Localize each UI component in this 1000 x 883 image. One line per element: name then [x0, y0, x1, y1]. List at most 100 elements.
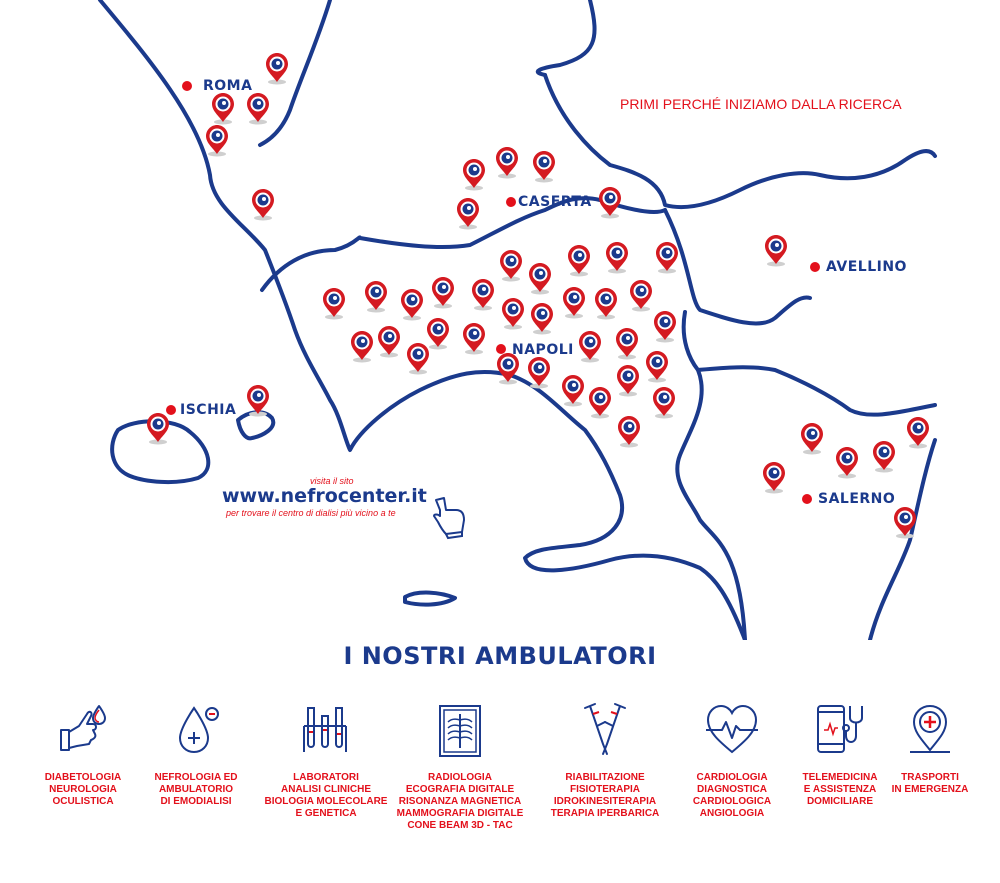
capri-island [403, 590, 457, 607]
service-line: RIABILITAZIONE [565, 772, 645, 783]
service-line: RISONANZA MAGNETICA [398, 796, 522, 807]
city-dot-avellino [810, 262, 820, 272]
service-line: TERAPIA IPERBARICA [550, 808, 660, 819]
service-line: LABORATORI [293, 772, 359, 783]
location-pin-icon [618, 416, 640, 448]
service-lines: RADIOLOGIA ECOGRAFIA DIGITALE RISONANZA … [390, 772, 530, 832]
city-label-avellino: AVELLINO [826, 259, 907, 275]
location-pin-icon [432, 277, 454, 309]
city-dot-roma [182, 81, 192, 91]
location-pin-icon [595, 288, 617, 320]
service-telemedicine: TELEMEDICINA E ASSISTENZA DOMICILIARE [770, 700, 910, 807]
service-cardiology: CARDIOLOGIA DIAGNOSTICA CARDIOLOGICA ANG… [662, 700, 802, 819]
location-pin-icon [407, 343, 429, 375]
service-line: CARDIOLOGIA [696, 772, 768, 783]
service-lines: RIABILITAZIONE FISIOTERAPIA IDROKINESITE… [535, 772, 675, 820]
city-dot-caserta [506, 197, 516, 207]
location-pin-icon [653, 387, 675, 419]
crutches-icon [584, 703, 626, 755]
service-line: MAMMOGRAFIA DIGITALE [396, 808, 524, 819]
service-laboratory: LABORATORI ANALISI CLINICHE BIOLOGIA MOL… [256, 700, 396, 819]
location-pin-icon [463, 159, 485, 191]
diabetes-hand-drop-icon [60, 705, 106, 751]
service-line: DIABETOLOGIA [44, 772, 122, 783]
service-line: CONE BEAM 3D - TAC [407, 820, 513, 831]
city-dot-napoli [496, 344, 506, 354]
location-pin-icon [562, 375, 584, 407]
location-pin-icon [502, 298, 524, 330]
location-pin-icon [630, 280, 652, 312]
location-pin-icon [533, 151, 555, 183]
location-pin-icon [801, 423, 823, 455]
location-pin-icon [894, 507, 916, 539]
service-line: DOMICILIARE [806, 796, 874, 807]
border-lazio-north [258, 0, 332, 147]
city-dot-salerno [802, 494, 812, 504]
region-map [98, 0, 937, 640]
location-pin-icon [365, 281, 387, 313]
border-upper [535, 0, 597, 77]
test-tubes-icon [303, 707, 347, 752]
service-line: AMBULATORIO [158, 784, 234, 795]
service-line: OCULISTICA [52, 796, 114, 807]
website-link[interactable]: www.nefrocenter.it [222, 485, 427, 507]
service-line: BIOLOGIA MOLECOLARE [264, 796, 388, 807]
location-pins [147, 53, 929, 539]
location-pin-icon [497, 353, 519, 385]
service-lines: NEFROLOGIA ED AMBULATORIO DI EMODIALISI [126, 772, 266, 808]
service-line: FISIOTERAPIA [569, 784, 640, 795]
location-pin-icon [266, 53, 288, 85]
location-pin-icon [378, 326, 400, 358]
location-pin-icon [656, 242, 678, 274]
location-cross-icon [910, 704, 950, 753]
location-pin-icon [206, 125, 228, 157]
location-pin-icon [568, 245, 590, 277]
location-pin-icon [528, 357, 550, 389]
service-lines: DIABETOLOGIA NEUROLOGIA OCULISTICA [13, 772, 153, 808]
location-pin-icon [563, 287, 585, 319]
city-label-napoli: NAPOLI [512, 342, 574, 358]
service-rehabilitation: RIABILITAZIONE FISIOTERAPIA IDROKINESITE… [535, 700, 675, 819]
location-pin-icon [616, 328, 638, 360]
location-pin-icon [457, 198, 479, 230]
location-pin-icon [252, 189, 274, 221]
border-caserta-north [543, 73, 937, 210]
border-salerno [675, 368, 747, 640]
section-title: I NOSTRI AMBULATORI [343, 642, 657, 670]
service-line: IN EMERGENZA [891, 784, 969, 795]
xray-icon [439, 705, 481, 757]
location-pin-icon [606, 242, 628, 274]
service-radiology: RADIOLOGIA ECOGRAFIA DIGITALE RISONANZA … [390, 700, 530, 831]
location-pin-icon [351, 331, 373, 363]
city-label-caserta: CASERTA [518, 194, 592, 210]
visit-site-caption: visita il sito [310, 476, 354, 486]
service-nephrology: NEFROLOGIA ED AMBULATORIO DI EMODIALISI [126, 700, 266, 807]
service-line: ANGIOLOGIA [699, 808, 765, 819]
service-lines: CARDIOLOGIA DIAGNOSTICA CARDIOLOGICA ANG… [662, 772, 802, 820]
border-napoli-east [681, 310, 937, 417]
location-pin-icon [247, 93, 269, 125]
service-lines: TRASPORTI IN EMERGENZA [860, 772, 1000, 796]
location-pin-icon [763, 462, 785, 494]
location-pin-icon [500, 250, 522, 282]
location-pin-icon [463, 323, 485, 355]
service-line: TELEMEDICINA [802, 772, 878, 783]
location-pin-icon [247, 385, 269, 417]
location-pin-icon [147, 413, 169, 445]
location-pin-icon [765, 235, 787, 267]
location-pin-icon [873, 441, 895, 473]
phone-stethoscope-icon [817, 705, 863, 753]
service-line: E ASSISTENZA [803, 784, 877, 795]
heart-pulse-icon [706, 704, 758, 754]
location-pin-icon [212, 93, 234, 125]
city-label-ischia: ISCHIA [180, 402, 237, 418]
location-pin-icon [579, 331, 601, 363]
service-line: DI EMODIALISI [160, 796, 232, 807]
service-line: E GENETICA [295, 808, 357, 819]
service-line: NEUROLOGIA [49, 784, 117, 795]
tagline: PRIMI PERCHÉ INIZIAMO DALLA RICERCA [620, 96, 902, 112]
service-emergency-transport: TRASPORTI IN EMERGENZA [860, 700, 1000, 795]
location-pin-icon [589, 387, 611, 419]
service-line: TRASPORTI [901, 772, 959, 783]
location-pin-icon [907, 417, 929, 449]
